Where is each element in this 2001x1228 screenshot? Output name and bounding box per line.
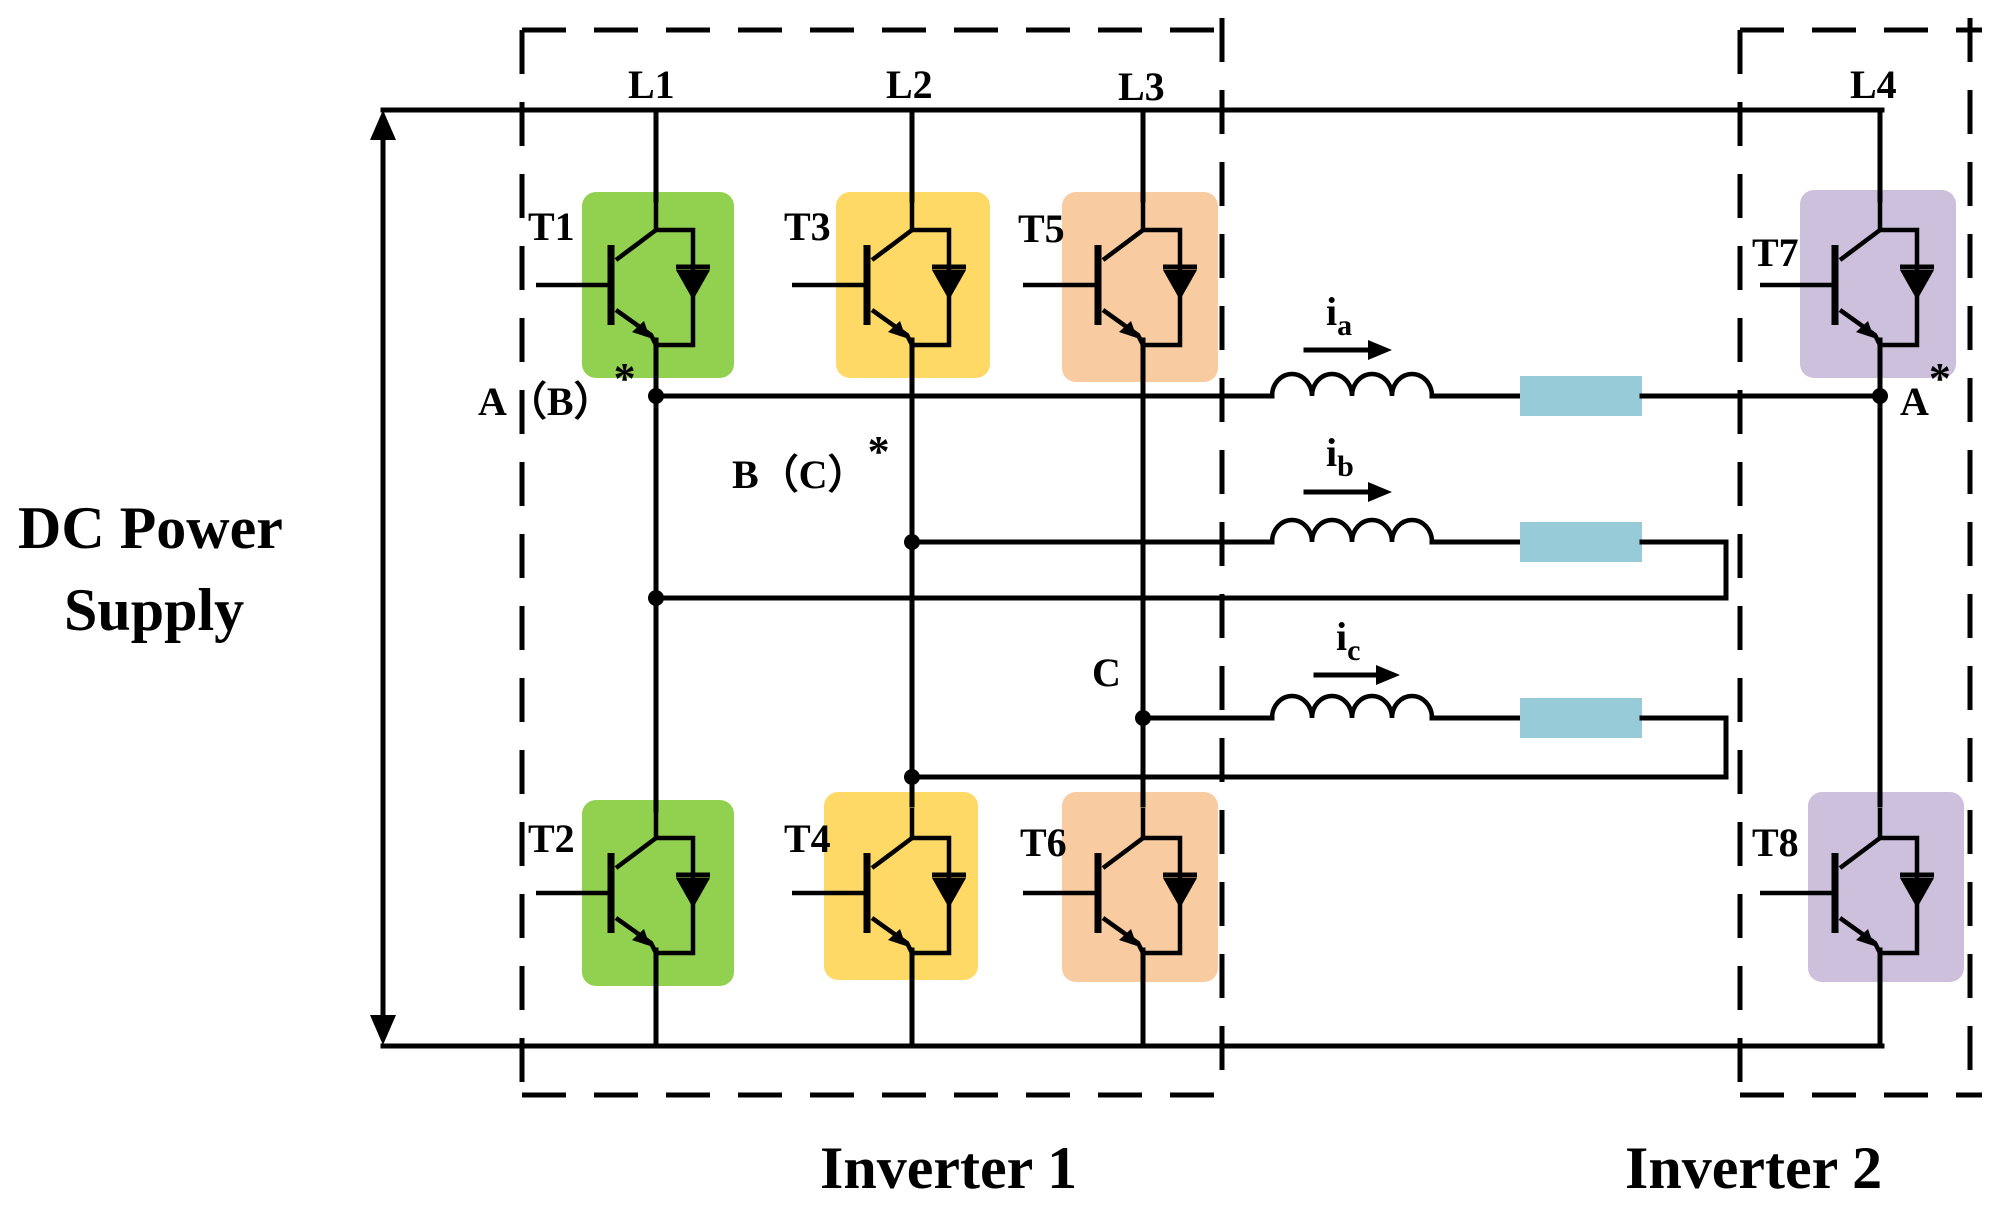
inverter2-boundary xyxy=(1737,18,1982,1098)
node-label-a-b-star: A（B）* xyxy=(478,354,636,424)
dc-supply-label-line1: DC Power xyxy=(18,495,283,561)
inverter1-label: Inverter 1 xyxy=(820,1135,1077,1201)
current-ic-label: ic xyxy=(1336,614,1360,667)
leg-label-l1: L1 xyxy=(628,62,675,107)
node-label-a-star: A* xyxy=(1900,354,1951,424)
dc-rails xyxy=(380,107,1885,1049)
inverter1-boundary xyxy=(519,18,1225,1098)
switch-label-t7: T7 xyxy=(1752,230,1799,275)
switch-label-t8: T8 xyxy=(1752,820,1799,865)
switch-backgrounds xyxy=(582,190,1964,986)
phase-a-path xyxy=(648,374,1888,416)
node-label-c: C xyxy=(1092,650,1121,695)
leg-wires xyxy=(653,107,1883,1049)
leg-label-l2: L2 xyxy=(886,62,933,107)
switch-label-t4: T4 xyxy=(784,816,831,861)
current-ia-label: ia xyxy=(1326,289,1352,342)
switch-label-t5: T5 xyxy=(1018,206,1065,251)
node-label-b-c-star: B（C）* xyxy=(732,427,890,497)
switch-label-t3: T3 xyxy=(784,204,831,249)
dc-supply-label-line2: Supply xyxy=(64,577,244,643)
current-ib-label: ib xyxy=(1326,430,1354,483)
leg-label-l3: L3 xyxy=(1118,64,1165,109)
switch-label-t2: T2 xyxy=(528,816,575,861)
dc-supply-arrow xyxy=(370,110,396,1045)
current-arrows xyxy=(1303,340,1400,685)
phase-c-path xyxy=(904,696,1729,785)
inverter2-label: Inverter 2 xyxy=(1625,1135,1882,1201)
leg-label-l4: L4 xyxy=(1850,62,1897,107)
switch-label-t6: T6 xyxy=(1020,820,1067,865)
switch-label-t1: T1 xyxy=(528,204,575,249)
phase-b-path xyxy=(648,520,1729,606)
